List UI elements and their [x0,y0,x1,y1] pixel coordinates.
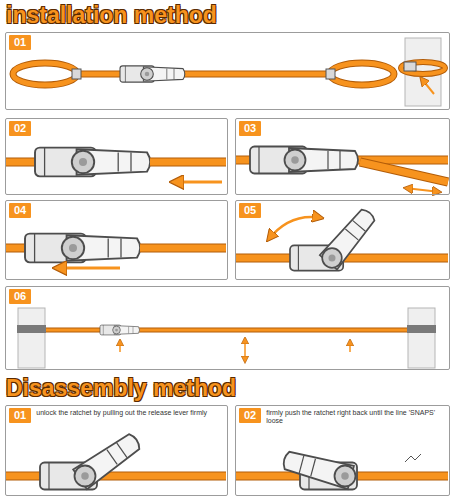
step-number: 04 [9,203,31,218]
section-heading: Disassembly method [6,375,236,401]
step-caption: firmly push the ratchet right back until… [266,409,446,425]
step-panel: 05 [235,200,450,280]
step-number: 01 [9,408,31,423]
step-number: 03 [239,121,261,136]
step-number: 06 [9,289,31,304]
step-panel: 03 [235,118,450,195]
step-number: 02 [9,121,31,136]
step-panel: 06 [5,286,450,370]
panel-header: 03 [236,119,449,138]
step-caption: unlock the ratchet by pulling out the re… [36,409,224,417]
step-panel: 02 [5,118,228,195]
step-number: 01 [9,35,31,50]
step-number: 05 [239,203,261,218]
step-number: 02 [239,408,261,423]
panel-header: 04 [6,201,227,220]
panel-header: 02 [6,119,227,138]
step-panel: 01 unlock the ratchet by pulling out the … [5,405,228,496]
step-panel: 04 [5,200,228,280]
panel-header: 06 [6,287,449,306]
panel-header: 01 [6,33,449,52]
panel-header: 02 firmly push the ratchet right back unt… [236,406,449,427]
panel-header: 05 [236,201,449,220]
panel-header: 01 unlock the ratchet by pulling out the … [6,406,227,425]
page-title: installation method [6,2,217,28]
step-panel: 01 [5,32,450,110]
step-panel: 02 firmly push the ratchet right back unt… [235,405,450,496]
